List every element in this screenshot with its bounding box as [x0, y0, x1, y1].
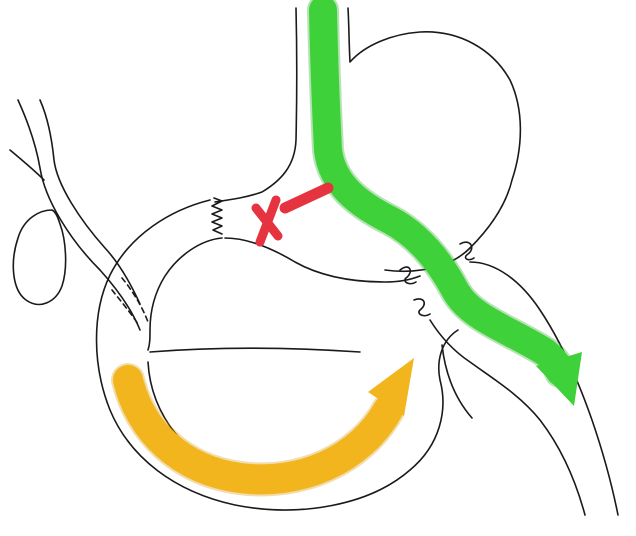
green-flow-arrow: [323, 10, 582, 406]
remnant-inner-upper: [148, 238, 222, 350]
yellow-arrow-body: [128, 380, 388, 479]
bile-duct-inner: [40, 100, 140, 304]
channel-upper: [225, 238, 420, 282]
outflow-bottom-tail: [442, 345, 472, 418]
staple-line-zigzag: [212, 198, 222, 234]
gallbladder: [13, 210, 65, 304]
esophagus-left-wall: [215, 8, 297, 202]
red-x-icon: [256, 188, 328, 242]
yellow-flow-arrow: [128, 358, 414, 479]
red-blocked-bar: [285, 188, 328, 208]
dashed-connection-2: [122, 278, 148, 322]
septum-line: [150, 348, 360, 352]
clip-mark-lower-left: [414, 299, 430, 316]
green-arrow-body: [323, 10, 560, 372]
outflow-upper-wall: [470, 262, 618, 515]
